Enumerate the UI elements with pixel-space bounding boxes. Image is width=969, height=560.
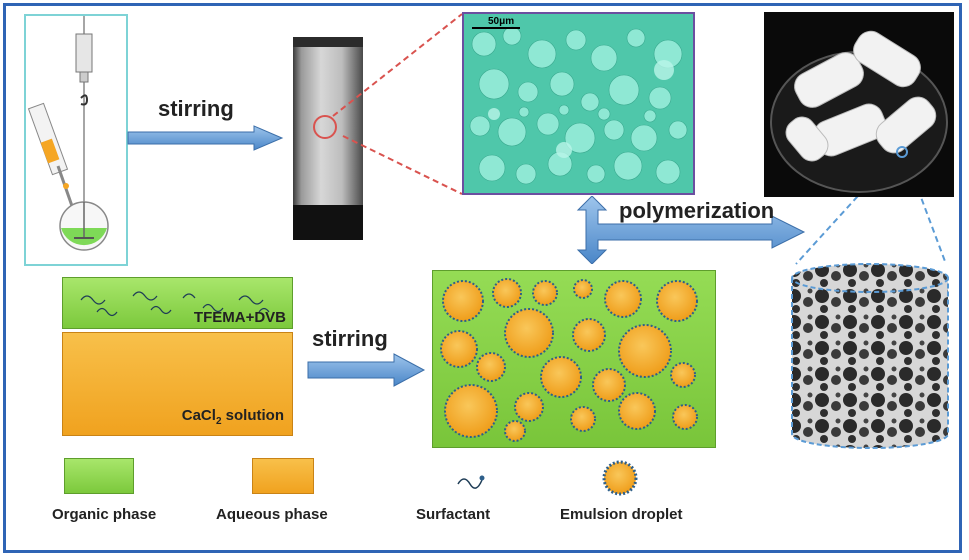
- stirring-label-top: stirring: [158, 96, 234, 121]
- stirring-arrow-bottom: [307, 353, 426, 387]
- monolith-pieces: [770, 30, 948, 193]
- aqueous-phase-layer: CaCl2 solution: [62, 332, 293, 436]
- emulsion-micrograph: 50μm: [462, 12, 695, 195]
- legend-label-emulsion-droplet: Emulsion droplet: [560, 506, 683, 523]
- aqueous-label-subscript: 2: [215, 416, 222, 427]
- emulsion-droplets: [440, 278, 698, 442]
- porous-structure: [791, 263, 949, 449]
- stirring-arrow-top: [127, 125, 284, 151]
- legend-swatch-aqueous: [252, 458, 314, 494]
- emulsion-panel: [432, 270, 716, 448]
- apparatus-panel: [24, 14, 128, 266]
- stirring-label-bottom: stirring: [312, 326, 388, 351]
- polymerization-arrow: [576, 196, 806, 264]
- porous-cylinder: [786, 262, 954, 450]
- micrograph-droplets: [464, 14, 693, 193]
- legend-emulsion-droplet-icon: [602, 460, 638, 496]
- organic-phase-layer: TFEMA+DVB: [62, 277, 293, 329]
- legend-label-organic: Organic phase: [52, 506, 157, 523]
- legend-label-surfactant: Surfactant: [416, 506, 491, 523]
- surfactant-molecules: [80, 291, 270, 317]
- aqueous-layer-label: CaCl2 solution: [182, 407, 284, 427]
- aqueous-label-prefix: CaCl: [181, 407, 216, 424]
- vial-photo: [293, 37, 363, 240]
- legend-surfactant-icon: [457, 475, 485, 489]
- vial-bottom: [293, 205, 363, 240]
- polymer-monolith-photo: [764, 12, 954, 197]
- polymerization-label: polymerization: [619, 198, 775, 223]
- zoom-circle: [313, 115, 337, 139]
- aqueous-label-suffix: solution: [221, 407, 284, 424]
- legend-label-aqueous: Aqueous phase: [216, 506, 328, 523]
- vial-top: [293, 37, 363, 47]
- legend-swatch-organic: [64, 458, 134, 494]
- organic-layer-label: TFEMA+DVB: [193, 309, 286, 326]
- scale-bar-label: 50μm: [488, 16, 515, 27]
- reaction-apparatus-illustration: [27, 16, 109, 251]
